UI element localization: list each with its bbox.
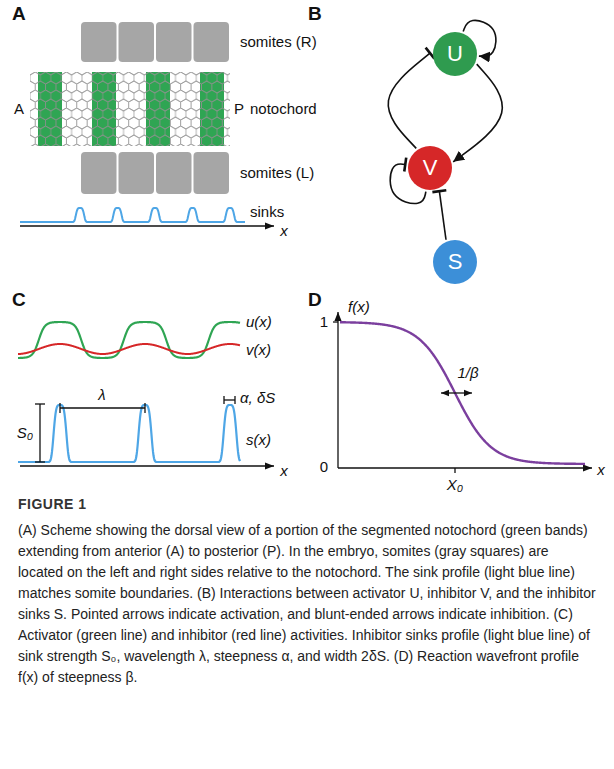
node-letter: S (448, 249, 463, 275)
panel-letter: A (12, 4, 26, 25)
somites-left (81, 152, 229, 194)
steepness-arrow (441, 392, 472, 393)
axis-value: 0 (320, 459, 328, 476)
figure-caption: (A) Scheme showing the dorsal view of a … (18, 520, 596, 688)
inhibitor-node: V (408, 146, 452, 190)
inhibition-arrow (439, 191, 446, 240)
bracket-tick (223, 396, 224, 404)
panel-letter: D (308, 290, 322, 311)
somite-block (194, 22, 230, 62)
notochord-cells (30, 72, 230, 146)
bracket-tick (35, 461, 45, 462)
somite-block (194, 152, 230, 194)
sink-profile (20, 208, 245, 222)
axis-value: X₀ (447, 477, 463, 494)
wavelength-bracket (60, 403, 145, 413)
part-name: somites (L) (240, 165, 314, 182)
activator-curve (18, 322, 240, 358)
inhibitor-curve (18, 344, 240, 354)
x-axis (20, 225, 274, 226)
amplitude-bracket (35, 404, 45, 462)
part-name: somites (R) (240, 34, 317, 51)
axis-label: x (280, 223, 288, 240)
sink-curve (18, 405, 240, 462)
figure-title: FIGURE 1 (18, 496, 87, 512)
wavefront-curve (340, 322, 585, 464)
somite-block (156, 22, 192, 62)
panel-letter: C (12, 290, 26, 311)
x-axis (20, 465, 274, 466)
inhibition-arrow (388, 53, 430, 148)
notochord-ground (30, 72, 230, 146)
bracket-line (60, 407, 145, 408)
bracket-line (39, 404, 40, 462)
sink-node: S (433, 240, 477, 284)
axis-value: 1 (320, 314, 328, 331)
somite-block (119, 152, 155, 194)
somites-right (81, 22, 229, 62)
curve-label: s(x) (246, 432, 271, 449)
activator-node: U (433, 32, 477, 76)
curve-label: u(x) (246, 314, 272, 331)
x-axis (338, 467, 592, 468)
somite-block (156, 152, 192, 194)
dimension-label: λ (98, 387, 105, 404)
y-axis (337, 312, 338, 468)
part-name: notochord (250, 101, 317, 118)
bracket-tick (35, 403, 45, 404)
part-name: sinks (250, 204, 284, 221)
curve-label: v(x) (246, 342, 271, 359)
axis-label: x (597, 462, 605, 479)
notochord (30, 72, 230, 146)
dimension-label: α, δS (240, 390, 275, 407)
somite-block (81, 22, 117, 62)
axis-label: x (280, 463, 288, 480)
axis-tick (333, 321, 338, 322)
node-letter: U (447, 41, 463, 67)
axis-end-label: P (234, 101, 244, 118)
axis-end-label: A (14, 101, 24, 118)
axis-label: f(x) (348, 299, 370, 316)
somite-block (81, 152, 117, 194)
dimension-label: 1/β (457, 365, 478, 382)
dimension-label: S₀ (17, 425, 33, 442)
somite-block (119, 22, 155, 62)
bracket-line (224, 399, 235, 400)
panel-letter: B (308, 4, 322, 25)
bracket-tick (144, 403, 145, 413)
node-letter: V (423, 155, 438, 181)
bracket-tick (59, 403, 60, 413)
axis-tick (454, 468, 455, 473)
activation-arrow (453, 64, 502, 162)
bracket-tick (234, 396, 235, 404)
width-bracket (224, 396, 235, 404)
